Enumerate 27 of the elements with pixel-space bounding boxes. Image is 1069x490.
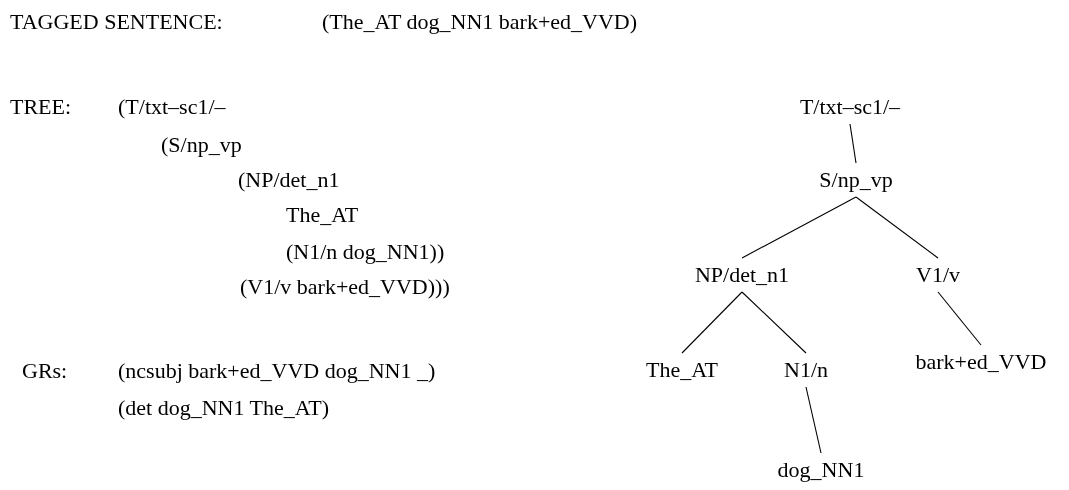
text-label: (V1/v bark+ed_VVD))) (240, 274, 450, 300)
text-label: GRs: (22, 358, 68, 384)
text-label: (NP/det_n1 (238, 167, 340, 193)
tree-node-label: dog_NN1 (775, 453, 867, 487)
text-label: (ncsubj bark+ed_VVD dog_NN1 _) (118, 358, 436, 384)
text-label: TAGGED SENTENCE: (10, 9, 223, 35)
tree-branch-line (805, 386, 822, 454)
tree-node-label: S/np_vp (817, 163, 895, 197)
tree-node-label: NP/det_n1 (692, 258, 792, 292)
tree-node-label: V1/v (914, 258, 962, 292)
text-label: TREE: (10, 94, 72, 120)
tree-branch-line (849, 123, 857, 164)
tree-branch-line (741, 196, 857, 259)
tree-branch-line (855, 196, 939, 259)
text-label: (det dog_NN1 The_AT) (118, 395, 329, 421)
tree-node-label: T/txt–sc1/– (797, 90, 903, 124)
tree-branch-line (741, 291, 807, 354)
text-label: The_AT (286, 202, 359, 228)
text-label: (N1/n dog_NN1)) (286, 239, 445, 265)
tree-node-label: bark+ed_VVD (913, 345, 1049, 379)
text-label: (T/txt–sc1/– (118, 94, 226, 120)
tree-branch-line (937, 291, 982, 346)
tree-node-label: N1/n (782, 353, 830, 387)
tree-branch-line (681, 291, 743, 354)
tree-node-label: The_AT (643, 353, 721, 387)
text-label: (The_AT dog_NN1 bark+ed_VVD) (322, 9, 638, 35)
text-label: (S/np_vp (161, 132, 242, 158)
